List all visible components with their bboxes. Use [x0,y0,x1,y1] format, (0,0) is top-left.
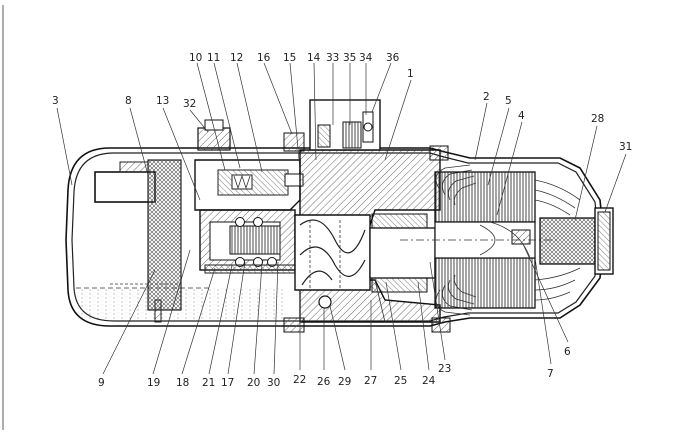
label-23: 23 [438,363,451,375]
label-10: 10 [189,52,202,64]
shaft-bearing-top [371,213,428,229]
label-11: 11 [207,52,220,64]
label-15: 15 [283,52,296,64]
label-19: 19 [147,377,160,389]
label-27: 27 [364,375,377,387]
label-8: 8 [125,95,132,107]
suction-valve-assembly [309,99,381,151]
label-12: 12 [230,52,243,64]
label-6: 6 [564,346,571,358]
spring-coil [233,174,251,190]
label-30: 30 [267,377,280,389]
rotor-end-nut [511,229,531,245]
label-32: 32 [183,98,196,110]
label-26: 26 [317,376,331,388]
oil-separator [94,159,182,323]
top-fitting-left [197,119,231,151]
bearing-cover [204,264,296,274]
label-4: 4 [518,110,525,122]
oil-port [318,295,332,309]
shaft-bearing-bottom [371,277,428,293]
label-33: 33 [326,52,339,64]
label-3: 3 [52,95,59,107]
label-17: 17 [221,377,234,389]
rotor-centerlines [309,220,341,290]
valve-ball [363,122,373,132]
label-2: 2 [483,91,490,103]
screw-rotor-outline [294,214,371,291]
bearing-housing [194,159,304,274]
check-valve [342,121,362,149]
valve-block [217,169,289,196]
label-7: 7 [547,368,554,380]
label-24: 24 [422,375,436,387]
screw-flights [299,219,366,286]
flange-bolt-top [283,132,305,152]
separator-foot [154,299,162,323]
flange-bolt-bottom-right [431,317,451,333]
terminal-box [539,207,614,275]
label-31: 31 [619,141,632,153]
fitting-cap [204,119,224,131]
label-25: 25 [394,375,407,387]
stator-top [434,171,536,223]
label-36: 36 [386,52,400,64]
rotor-curve [479,224,496,256]
part-labels: 3 8 13 32 10 11 12 16 15 14 33 35 34 36 … [52,52,632,389]
label-28: 28 [591,113,604,125]
label-18: 18 [176,377,189,389]
label-13: 13 [156,95,169,107]
filter-element [147,159,182,311]
label-5: 5 [505,95,512,107]
label-1: 1 [407,68,414,80]
terminal-block [539,217,596,265]
ball-2 [253,217,263,227]
label-35: 35 [343,52,356,64]
label-22: 22 [293,374,306,386]
label-21: 21 [202,377,215,389]
label-16: 16 [257,52,271,64]
label-20: 20 [247,377,260,389]
flange-bolt-top-right [429,145,449,161]
ball-1 [235,217,245,227]
drive-shaft [369,227,436,279]
label-34: 34 [359,52,373,64]
terminal-cap-inner [597,211,611,271]
fitting-body [197,127,231,151]
separator-flange [119,161,149,173]
compressor-body [283,132,451,333]
label-14: 14 [307,52,321,64]
roller-bearing [229,225,281,255]
label-29: 29 [338,376,351,388]
flange-bolt-bottom [283,317,305,333]
separator-cup [94,171,156,203]
motor [400,164,581,316]
leader-lines [56,62,627,375]
stator-bottom [434,257,536,309]
suction-port [317,124,331,148]
label-9: 9 [98,377,105,389]
